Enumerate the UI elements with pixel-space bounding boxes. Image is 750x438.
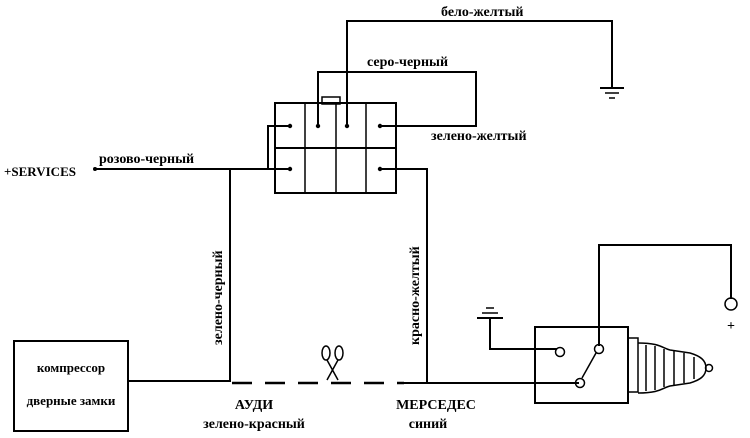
label-pink-black: розово-черный: [99, 152, 194, 167]
label-services: +SERVICES: [4, 164, 76, 179]
connector-block: [274, 96, 397, 194]
plus-terminal-icon: [724, 297, 738, 311]
wire-switch-ground: [489, 317, 557, 350]
wire-grey-black: [317, 71, 477, 127]
label-grey-black: серо-черный: [367, 55, 448, 70]
label-mercedes-color: синий: [409, 417, 447, 432]
ground-icon-switch: [477, 307, 503, 319]
wire-red-yellow: [379, 168, 428, 382]
label-audi-color: зелено-красный: [203, 417, 305, 432]
label-door-locks: дверные замки: [27, 393, 116, 408]
label-mercedes: МЕРСЕДЕС: [396, 398, 476, 413]
label-white-yellow: бело-желтый: [441, 5, 523, 20]
label-audi: АУДИ: [235, 398, 273, 413]
wire-green-black: [229, 168, 291, 382]
wire-pink-black: [94, 125, 291, 170]
compressor-box: [13, 340, 129, 432]
wire-white-yellow: [346, 20, 613, 127]
pressure-switch: [534, 326, 714, 404]
label-green-yellow: зелено-желтый: [431, 129, 527, 144]
connector-latch: [321, 96, 341, 105]
ground-icon: [600, 87, 624, 99]
label-red-yellow: красно-желтый: [408, 246, 423, 345]
label-plus: +: [727, 319, 735, 334]
scissors-icon: [321, 345, 344, 381]
label-green-black: зелено-черный: [211, 250, 226, 345]
wire-switch-plus: [598, 244, 732, 346]
label-compressor: компрессор: [37, 360, 105, 375]
